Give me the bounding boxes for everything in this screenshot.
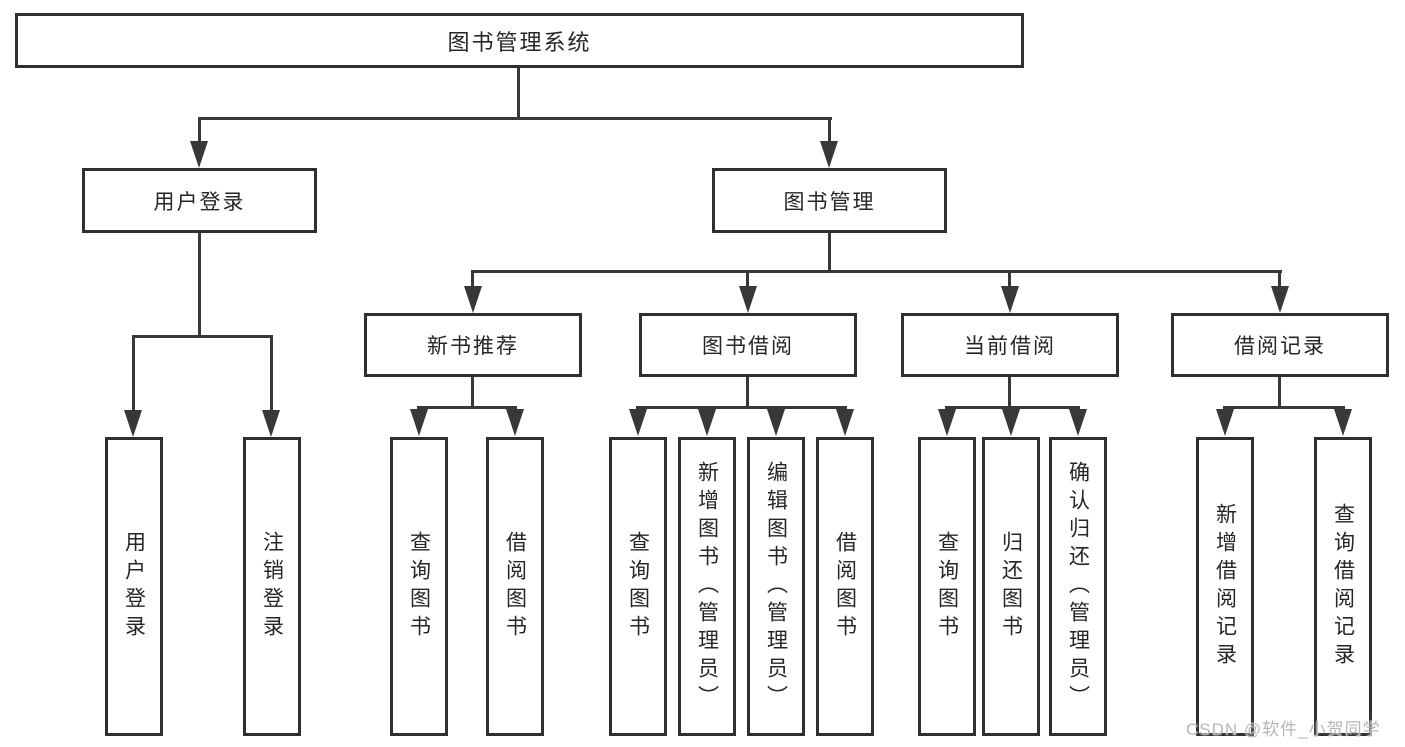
connector-line [270,335,273,411]
leaf-borrow-books: 借阅图书 [816,437,874,736]
arrowhead-down-icon [739,286,757,313]
leaf-label: 借阅图书 [503,530,527,643]
leaf-add-borrow-record: 新增借阅记录 [1196,437,1254,736]
arrowhead-down-icon [506,409,524,436]
leaf-label: 查询图书 [935,530,959,643]
connector-line [1278,377,1281,409]
connector-line [517,68,520,120]
connector-line [471,377,474,409]
arrowhead-down-icon [1216,409,1234,436]
connector-line [1223,406,1345,409]
connector-line [132,335,273,338]
node-book-borrowing: 图书借阅 [639,313,857,377]
arrowhead-down-icon [820,141,838,168]
leaf-user-login: 用户登录 [105,437,163,736]
arrowhead-down-icon [124,410,142,437]
leaf-query-books-current: 查询图书 [918,437,976,736]
arrowhead-down-icon [1271,286,1289,313]
arrowhead-down-icon [262,410,280,437]
connector-line [132,335,135,411]
connector-line [1008,377,1011,409]
connector-line [828,117,831,143]
connector-line [198,117,201,143]
arrowhead-down-icon [698,409,716,436]
leaf-borrow-books-recommend: 借阅图书 [486,437,544,736]
arrowhead-down-icon [1002,409,1020,436]
arrowhead-down-icon [629,409,647,436]
node-borrowing-records: 借阅记录 [1171,313,1389,377]
leaf-label: 借阅图书 [833,530,857,643]
connector-line [417,406,517,409]
leaf-label: 确认归还（管理员） [1066,460,1090,713]
node-book-management: 图书管理 [712,168,947,233]
arrowhead-down-icon [190,141,208,168]
connector-line [471,270,474,288]
connector-line [636,406,847,409]
arrowhead-down-icon [1069,409,1087,436]
node-user-login: 用户登录 [82,168,317,233]
leaf-return-books: 归还图书 [982,437,1040,736]
arrowhead-down-icon [767,409,785,436]
node-current-borrowing: 当前借阅 [901,313,1119,377]
leaf-add-books-admin: 新增图书（管理员） [678,437,736,736]
leaf-edit-books-admin: 编辑图书（管理员） [747,437,805,736]
leaf-label: 用户登录 [122,530,146,643]
node-new-book-recommendation: 新书推荐 [364,313,582,377]
leaf-label: 查询借阅记录 [1331,502,1355,671]
connector-line [198,233,201,338]
connector-line [198,117,832,120]
leaf-query-books-borrow: 查询图书 [609,437,667,736]
leaf-query-borrow-record: 查询借阅记录 [1314,437,1372,736]
connector-line [945,406,1080,409]
leaf-label: 新增借阅记录 [1213,502,1237,671]
node-library-management-system: 图书管理系统 [15,13,1024,68]
connector-line [1278,270,1281,288]
arrowhead-down-icon [1001,286,1019,313]
leaf-confirm-return-admin: 确认归还（管理员） [1049,437,1107,736]
arrowhead-down-icon [410,409,428,436]
csdn-watermark: CSDN @软件_小贺同学 [1186,720,1381,739]
connector-line [746,377,749,409]
leaf-label: 查询图书 [626,530,650,643]
connector-line [1008,270,1011,288]
connector-line [828,233,831,273]
connector-line [471,270,1282,273]
leaf-label: 新增图书（管理员） [695,460,719,713]
leaf-label: 查询图书 [407,530,431,643]
arrowhead-down-icon [464,286,482,313]
arrowhead-down-icon [836,409,854,436]
arrowhead-down-icon [1334,409,1352,436]
leaf-label: 注销登录 [260,530,284,643]
leaf-label: 编辑图书（管理员） [764,460,788,713]
leaf-query-books-recommend: 查询图书 [390,437,448,736]
arrowhead-down-icon [938,409,956,436]
leaf-label: 归还图书 [999,530,1023,643]
leaf-logout: 注销登录 [243,437,301,736]
connector-line [746,270,749,288]
